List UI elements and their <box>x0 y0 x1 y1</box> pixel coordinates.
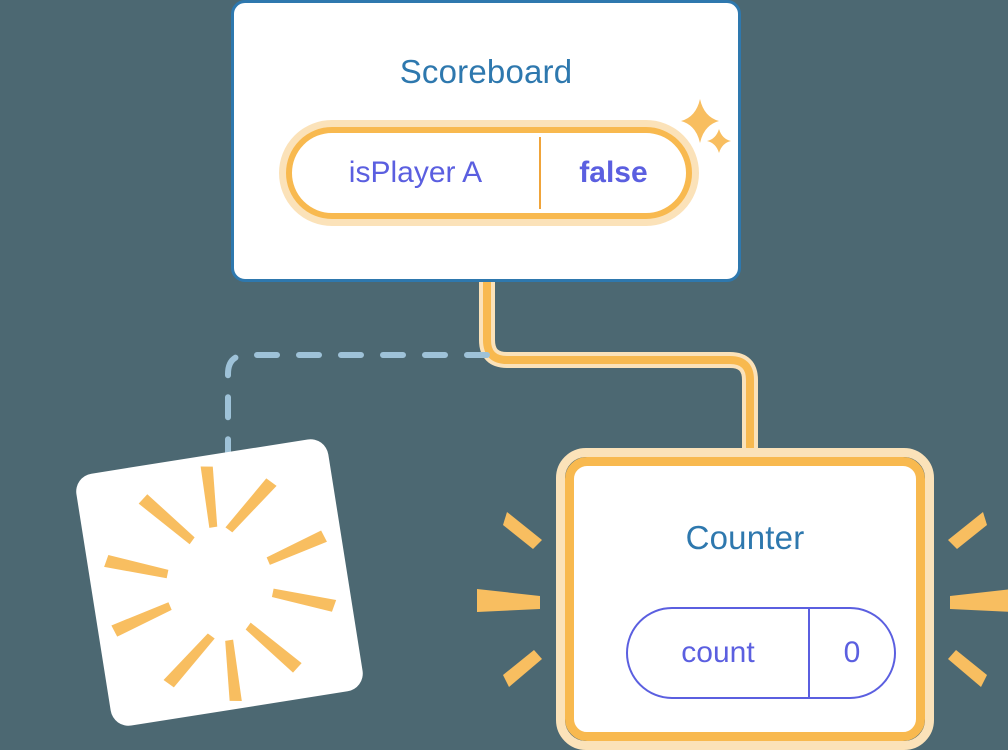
counter-pill-value: 0 <box>843 636 861 669</box>
scoreboard-pill-value: false <box>579 156 648 189</box>
ghost-card-burst-icon <box>104 466 337 701</box>
sparkle-large-icon <box>681 99 719 143</box>
counter-title: Counter <box>685 519 805 556</box>
scoreboard-title: Scoreboard <box>399 53 573 90</box>
burst-rays-right <box>948 512 1008 687</box>
connector-dashed <box>225 352 490 473</box>
scoreboard-pill-wrapper[interactable]: isPlayer A false <box>279 120 699 226</box>
sparkle-small-icon <box>707 129 731 153</box>
ghost-card[interactable] <box>73 436 366 729</box>
card-scoreboard[interactable]: Scoreboard isPlayer A false <box>231 0 741 282</box>
scoreboard-pill[interactable]: isPlayer A false <box>286 127 692 219</box>
counter-pill-key: count <box>681 636 755 669</box>
scoreboard-pill-glow <box>279 120 699 226</box>
counter-pill-divider <box>808 609 810 697</box>
scoreboard-pill-divider <box>539 137 541 209</box>
counter-pill[interactable]: count 0 <box>626 607 896 699</box>
scoreboard-pill-key: isPlayer A <box>348 156 483 189</box>
burst-rays-left <box>477 512 542 687</box>
card-counter[interactable]: Counter count 0 <box>556 448 934 750</box>
card-counter-inner: Counter count 0 <box>565 457 925 741</box>
connector-solid <box>483 278 754 474</box>
